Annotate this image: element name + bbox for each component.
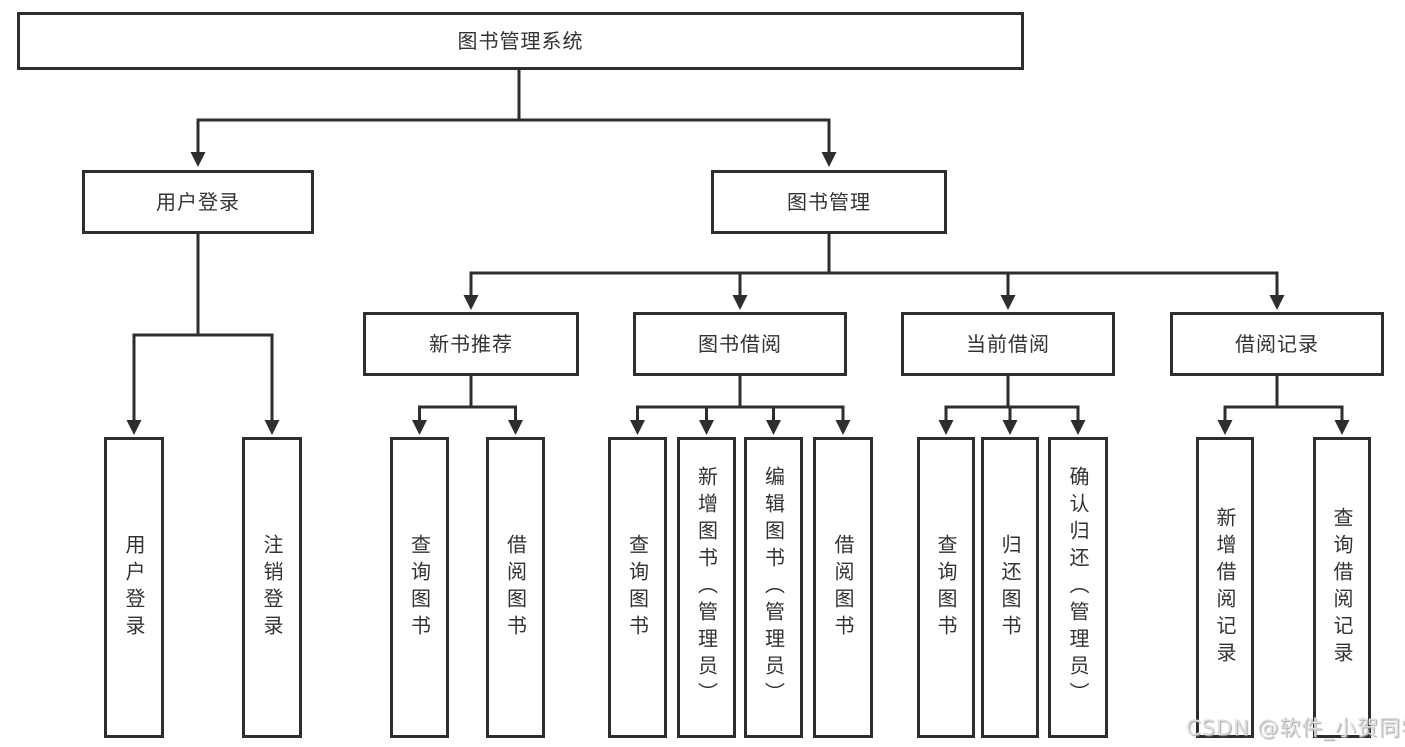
leaf-query-books-borrowing-label: 查询图书 <box>625 533 650 642</box>
leaf-query-books-recommend: 查询图书 <box>390 437 449 738</box>
connector-login-children <box>132 232 274 424</box>
leaf-borrow-books-label: 借阅图书 <box>831 533 855 642</box>
connector-records-children <box>1223 374 1344 424</box>
connector-mgmt-to-level3 <box>469 232 1279 299</box>
leaf-query-books-current-label: 查询图书 <box>934 533 958 642</box>
leaf-add-books-admin-label: 新增图书（管理员） <box>694 466 719 709</box>
node-book-management: 图书管理 <box>711 170 947 234</box>
leaf-confirm-return-admin-label: 确认归还（管理员） <box>1066 466 1090 709</box>
node-borrowing-records: 借阅记录 <box>1170 312 1384 376</box>
leaf-query-borrow-record: 查询借阅记录 <box>1313 437 1371 738</box>
leaf-add-books-admin: 新增图书（管理员） <box>677 437 736 738</box>
node-new-book-recommendation-label: 新书推荐 <box>429 332 513 356</box>
leaf-borrow-books-recommend: 借阅图书 <box>486 437 545 738</box>
leaf-logout: 注销登录 <box>242 437 302 738</box>
connector-root-to-level2 <box>196 67 831 156</box>
leaf-edit-books-admin-label: 编辑图书（管理员） <box>761 466 786 709</box>
connector-borrow-children <box>636 374 845 424</box>
leaf-add-borrow-record: 新增借阅记录 <box>1196 437 1254 738</box>
node-book-management-label: 图书管理 <box>787 190 871 214</box>
node-library-system: 图书管理系统 <box>17 12 1024 70</box>
leaf-confirm-return-admin: 确认归还（管理员） <box>1048 437 1108 738</box>
node-book-borrowing-label: 图书借阅 <box>698 332 782 356</box>
leaf-return-books-label: 归还图书 <box>998 533 1022 642</box>
connector-newbook-children <box>418 374 517 424</box>
node-user-login-label: 用户登录 <box>156 190 240 214</box>
node-current-borrowing-label: 当前借阅 <box>966 332 1050 356</box>
leaf-user-login-label: 用户登录 <box>122 533 146 642</box>
leaf-add-borrow-record-label: 新增借阅记录 <box>1213 506 1237 669</box>
leaf-query-books-current: 查询图书 <box>917 437 975 738</box>
node-library-system-label: 图书管理系统 <box>457 29 584 53</box>
leaf-query-borrow-record-label: 查询借阅记录 <box>1330 506 1354 669</box>
csdn-watermark: CSDN @软件_小贺同学 <box>1186 716 1405 740</box>
connector-current-children <box>944 374 1080 424</box>
node-current-borrowing: 当前借阅 <box>901 312 1115 376</box>
node-new-book-recommendation: 新书推荐 <box>363 312 579 376</box>
leaf-user-login: 用户登录 <box>104 437 164 738</box>
leaf-logout-label: 注销登录 <box>260 533 284 642</box>
leaf-borrow-books-recommend-label: 借阅图书 <box>503 533 528 642</box>
leaf-query-books-recommend-label: 查询图书 <box>407 533 432 642</box>
node-user-login: 用户登录 <box>82 170 314 234</box>
leaf-query-books-borrowing: 查询图书 <box>608 437 667 738</box>
node-borrowing-records-label: 借阅记录 <box>1235 332 1319 356</box>
leaf-edit-books-admin: 编辑图书（管理员） <box>744 437 803 738</box>
leaf-borrow-books: 借阅图书 <box>813 437 873 738</box>
leaf-return-books: 归还图书 <box>981 437 1039 738</box>
node-book-borrowing: 图书借阅 <box>633 312 847 376</box>
